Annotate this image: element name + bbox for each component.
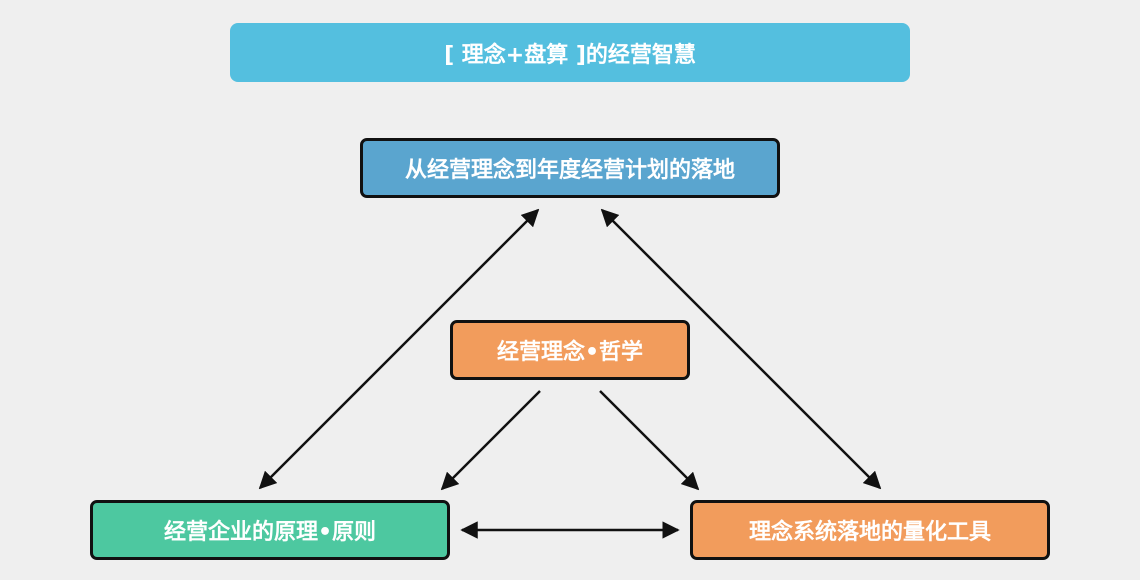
arrow-center-left [440, 390, 541, 491]
node-philosophy: 经营理念•哲学 [450, 320, 690, 380]
arrow-center-right [599, 390, 700, 491]
node-principles: 经营企业的原理•原则 [90, 500, 450, 560]
node-annual-plan: 从经营理念到年度经营计划的落地 [360, 138, 780, 198]
node-quant-tools-label: 理念系统落地的量化工具 [748, 520, 991, 545]
diagram-title: [ 理念+盘算 ]的经营智慧 [444, 42, 696, 68]
node-quant-tools: 理念系统落地的量化工具 [690, 500, 1050, 560]
diagram-title-banner: [ 理念+盘算 ]的经营智慧 [230, 23, 910, 82]
node-annual-plan-label: 从经营理念到年度经营计划的落地 [404, 158, 735, 183]
node-philosophy-label: 经营理念•哲学 [496, 340, 644, 365]
node-principles-label: 经营企业的原理•原则 [163, 520, 377, 545]
